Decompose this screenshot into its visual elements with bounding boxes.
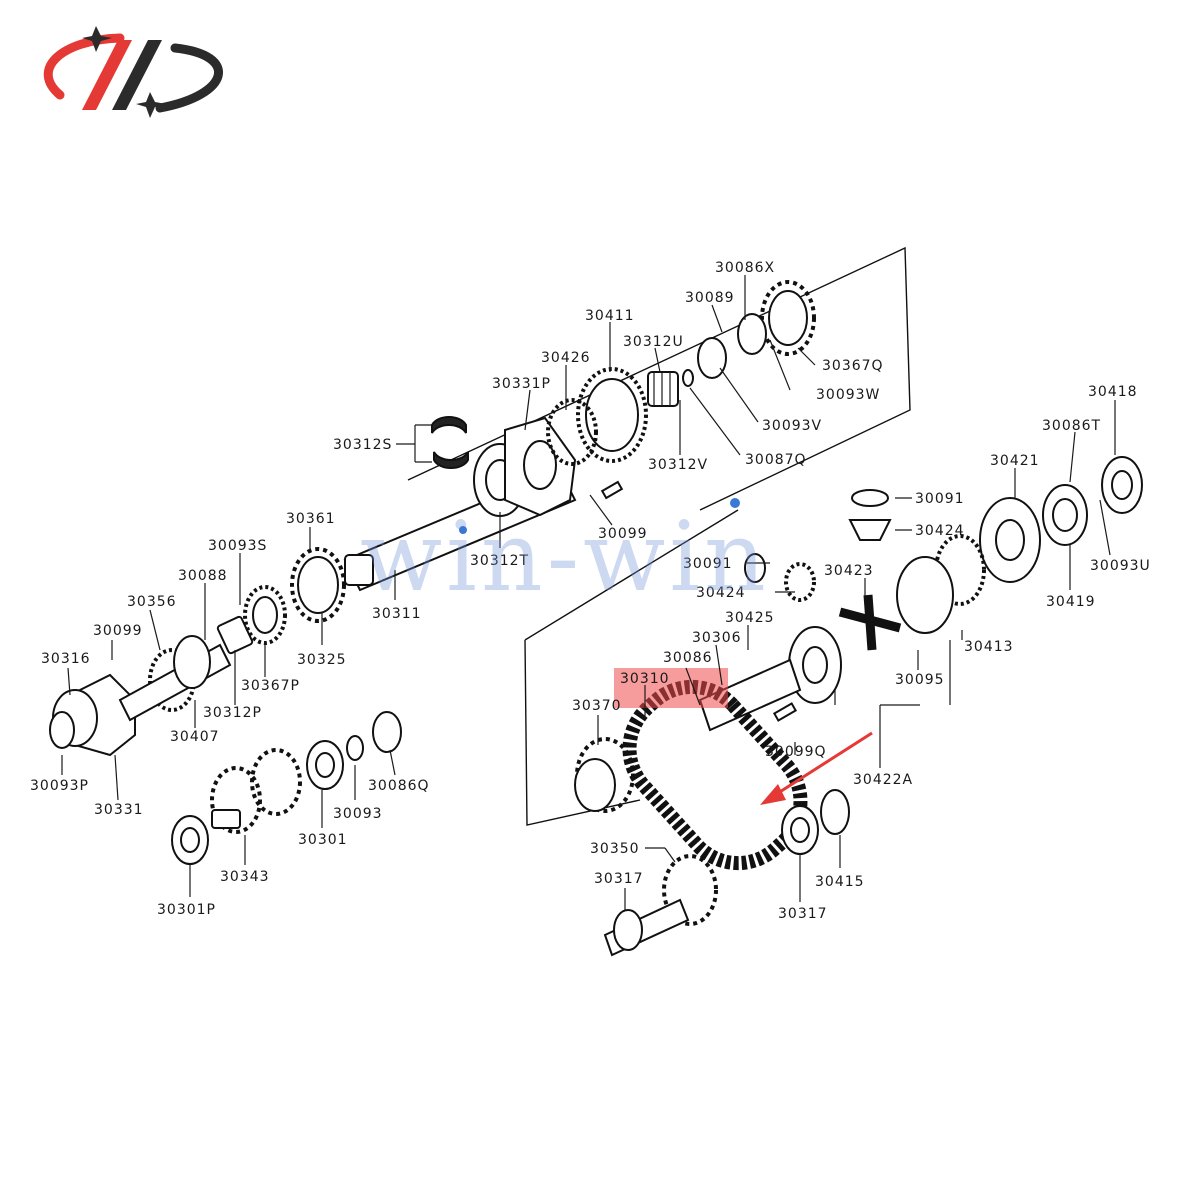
label-30415: 30415 [815,874,865,890]
label-30407: 30407 [170,729,220,745]
label-30310: 30310 [620,671,670,687]
label-30311: 30311 [372,606,422,622]
pinion-30424 [784,519,892,602]
sleeve-30411 [576,367,648,463]
bearing-30419 [1042,484,1088,546]
label-30367P: 30367P [241,678,300,694]
gear-30367P [243,585,287,645]
label-30091-top: 30091 [915,491,965,507]
label-30325: 30325 [297,652,347,668]
label-30086X: 30086X [715,260,775,276]
label-30424-top: 30424 [915,523,965,539]
bearing-30418 [1101,456,1143,514]
label-30418: 30418 [1088,384,1138,400]
bolt-30099Q [772,702,798,722]
highlight-30310 [614,668,728,708]
bearing-30301P [171,815,209,865]
label-30411: 30411 [585,308,635,324]
snap-ring-30093V [697,337,727,379]
ring-30093 [346,735,364,761]
hub-30407 [173,635,211,689]
label-30086: 30086 [663,650,713,666]
needle-bearing-30312S [431,415,469,470]
case-30425 [788,626,842,704]
label-30086Q: 30086Q [368,778,430,794]
label-30331: 30331 [94,802,144,818]
label-30317-left: 30317 [594,871,644,887]
label-30312V: 30312V [648,457,708,473]
label-30317-right: 30317 [778,906,828,922]
label-30356: 30356 [127,594,177,610]
spider-30423 [838,594,902,651]
shaft-30306 [698,658,802,732]
label-30413: 30413 [964,639,1014,655]
case-30413 [896,534,986,634]
label-30099Q: 30099Q [765,744,827,760]
label-30306: 30306 [692,630,742,646]
bearing-30317 [613,805,819,951]
label-30367Q: 30367Q [822,358,884,374]
upper-assembly-frame [407,246,911,511]
label-30093S: 30093S [208,538,267,554]
washer-30091 [744,489,889,583]
label-30093V: 30093V [762,418,822,434]
label-30093: 30093 [333,806,383,822]
label-30343: 30343 [220,869,270,885]
label-30086T: 30086T [1042,418,1101,434]
ring-30415 [820,789,850,835]
sprocket-30370 [574,737,635,813]
bolt-30099 [600,480,624,500]
label-30088: 30088 [178,568,228,584]
bearing-30301 [306,740,344,790]
label-30425: 30425 [725,610,775,626]
pointer-arrow [760,731,873,805]
label-30422A: 30422A [853,772,913,788]
label-30099-left: 30099 [93,623,143,639]
label-30361: 30361 [286,511,336,527]
label-30423: 30423 [824,563,874,579]
label-30312S: 30312S [333,437,392,453]
label-30301: 30301 [298,832,348,848]
label-30095: 30095 [895,672,945,688]
gear-30361 [290,547,346,623]
label-30312P: 30312P [203,705,262,721]
plate-30331P [504,416,577,517]
case-30421 [979,497,1041,583]
label-30421: 30421 [990,453,1040,469]
label-30370: 30370 [572,698,622,714]
part-labels: 30086X 30089 30411 30312U 30367Q 30426 3… [30,260,1151,922]
label-30424-mid: 30424 [696,585,746,601]
gear-30367Q [737,280,816,356]
watermark-dot-2 [459,526,467,534]
label-30099-upper: 30099 [598,526,648,542]
label-30316: 30316 [41,651,91,667]
label-30312U: 30312U [623,334,684,350]
needle-bearing-30312U [647,371,679,407]
label-30093U: 30093U [1090,558,1151,574]
label-30087Q: 30087Q [745,452,807,468]
gear-cluster-30343 [210,748,302,834]
ring-30087Q [682,369,694,387]
label-30093W: 30093W [816,387,880,403]
label-30331P: 30331P [492,376,551,392]
label-30312T: 30312T [470,553,529,569]
housing-30331 [49,673,136,757]
label-30301P: 30301P [157,902,216,918]
watermark-dot [730,498,740,508]
watermark: win-win [360,501,770,613]
hub-30426 [546,398,598,466]
label-30426: 30426 [541,350,591,366]
leader-lines [61,275,1116,910]
label-30089: 30089 [685,290,735,306]
label-30419: 30419 [1046,594,1096,610]
brand-logo [43,26,223,118]
label-30093P: 30093P [30,778,89,794]
ring-30086Q [372,711,402,753]
label-30091-mid: 30091 [683,556,733,572]
label-30350: 30350 [590,841,640,857]
